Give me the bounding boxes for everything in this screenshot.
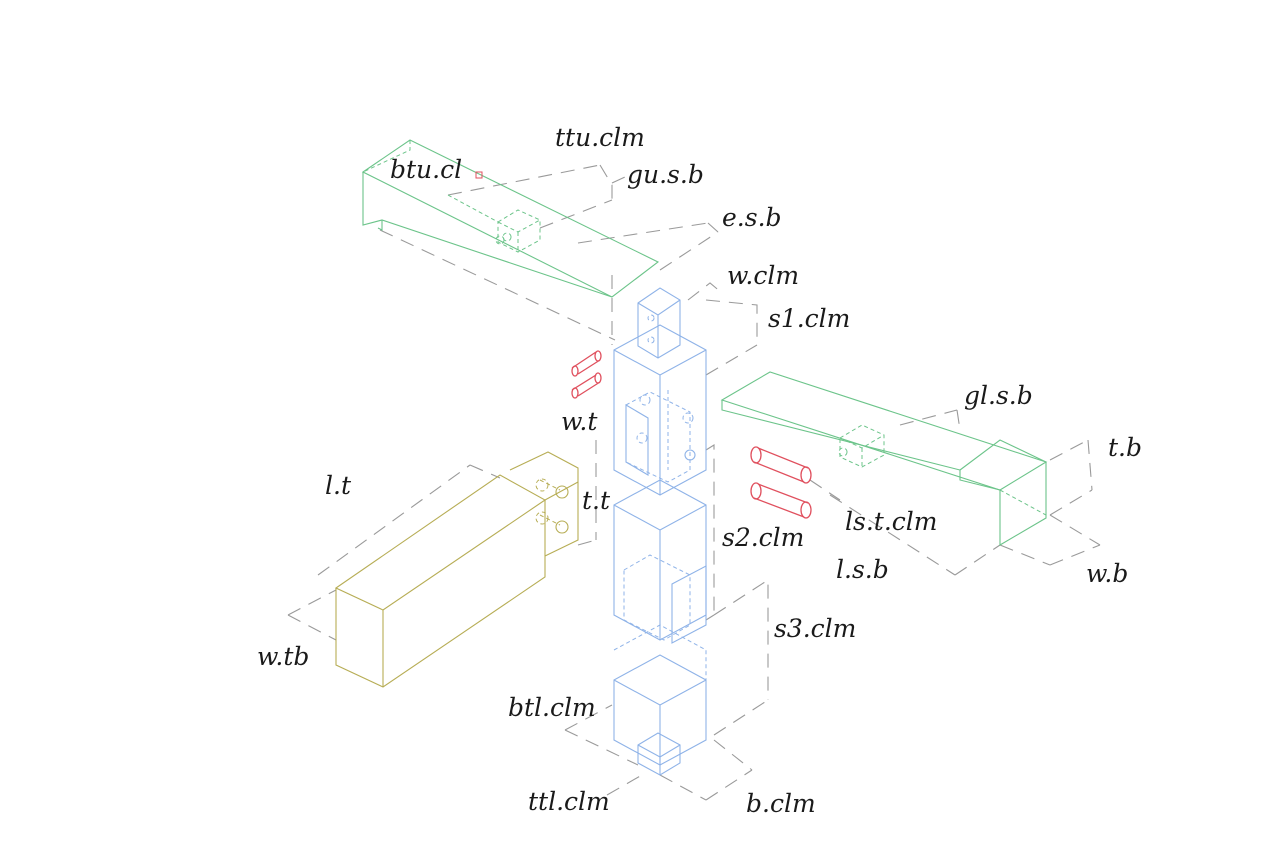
label-btu-cl: btu.cl [390,155,462,184]
label-ls-t-clm: ls.t.clm [845,507,937,536]
label-gu-s-b: gu.s.b [627,160,704,189]
label-gl-s-b: gl.s.b [964,381,1033,410]
label-ttl-clm: ttl.clm [528,787,610,816]
label-s2-clm: s2.clm [722,523,804,552]
label-s1-clm: s1.clm [768,304,850,333]
label-b-clm: b.clm [746,789,816,818]
label-e-s-b: e.s.b [722,203,782,232]
label-w-tb: w.tb [257,642,309,671]
lower-right-beam [720,371,1048,546]
dimension-lines [287,164,1101,801]
red-marker-icon [475,171,483,179]
tie-beam [334,451,579,688]
column [613,287,707,776]
label-w-b: w.b [1086,559,1128,588]
label-t-t: t.t [582,486,611,515]
label-w-t: w.t [561,407,598,436]
pins [571,350,812,519]
label-t-b: t.b [1108,433,1142,462]
label-btl-clm: btl.clm [508,693,596,722]
label-s3-clm: s3.clm [774,614,856,643]
dimension-labels: ttu.clm btu.cl gu.s.b e.s.b w.clm s1.clm… [257,123,1142,818]
upper-beam [361,139,660,298]
label-l-s-b: l.s.b [836,555,889,584]
label-ttu-clm: ttu.clm [555,123,645,152]
label-w-clm: w.clm [727,261,799,290]
label-l-t: l.t [325,471,352,500]
